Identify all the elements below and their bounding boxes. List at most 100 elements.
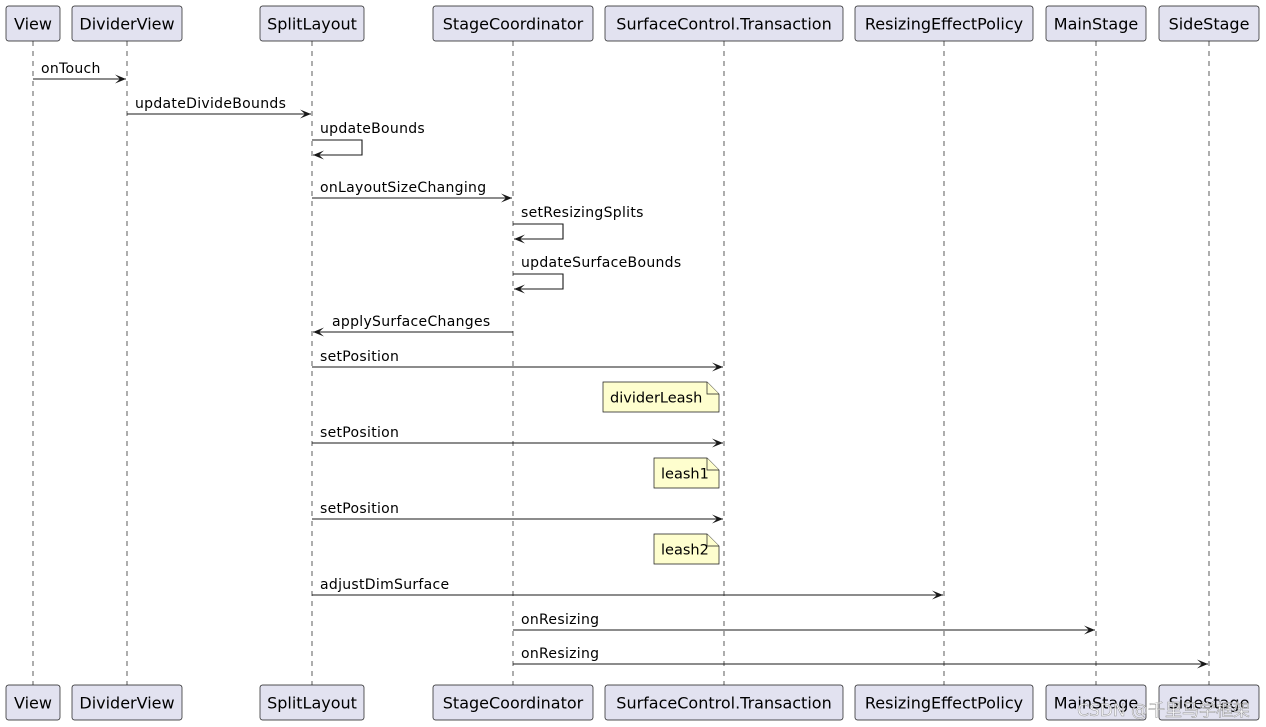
message-label: onLayoutSizeChanging bbox=[320, 180, 486, 196]
participant-bottom-resizingeffectpolicy: ResizingEffectPolicy bbox=[854, 684, 1034, 721]
participant-box bbox=[71, 5, 183, 42]
participant-label: View bbox=[14, 15, 52, 34]
participant-box bbox=[854, 5, 1034, 42]
participant-top-stagecoordinator: StageCoordinator bbox=[432, 5, 594, 42]
arrow-head bbox=[932, 590, 943, 600]
participant-label: SurfaceControl.Transaction bbox=[616, 15, 831, 34]
participant-bottom-dividerview: DividerView bbox=[71, 684, 183, 721]
participants-bottom: View DividerView SplitLayout StageCoordinat… bbox=[5, 684, 1260, 721]
watermark: CSDN @千里马学框架 bbox=[1077, 701, 1250, 721]
participant-box bbox=[5, 5, 61, 42]
message-label: onResizing bbox=[521, 646, 599, 662]
arrow-head bbox=[313, 327, 324, 337]
messages: onTouch updateDivideBounds updateBounds onL… bbox=[33, 61, 1208, 669]
message-label: setPosition bbox=[320, 425, 399, 441]
participant-label: DividerView bbox=[79, 694, 174, 713]
self-message-updatesurfacebounds: updateSurfaceBounds bbox=[513, 255, 681, 294]
arrow-head bbox=[300, 109, 311, 119]
self-message-updatebounds: updateBounds bbox=[312, 121, 425, 160]
note-fold bbox=[706, 382, 719, 395]
arrow-head bbox=[514, 234, 525, 244]
self-message-line bbox=[513, 223, 564, 240]
arrow-head bbox=[514, 284, 525, 294]
note-box bbox=[602, 381, 720, 413]
participant-box bbox=[854, 684, 1034, 721]
participant-top-splitlayout: SplitLayout bbox=[259, 5, 365, 42]
note-box bbox=[653, 533, 720, 565]
message-updatedividebounds: updateDivideBounds bbox=[127, 96, 311, 119]
participant-bottom-surfacecontrol-transaction: SurfaceControl.Transaction bbox=[604, 684, 844, 721]
participant-label: DividerView bbox=[79, 15, 174, 34]
message-label: updateBounds bbox=[320, 121, 425, 137]
participant-bottom-mainstage: MainStage bbox=[1045, 684, 1147, 721]
participant-top-surfacecontrol-transaction: SurfaceControl.Transaction bbox=[604, 5, 844, 42]
participant-label: StageCoordinator bbox=[443, 15, 584, 34]
participant-label: View bbox=[14, 694, 52, 713]
note-leash2: leash2 bbox=[653, 533, 720, 565]
participant-box bbox=[432, 684, 594, 721]
participant-bottom-sidestage: SideStage bbox=[1158, 684, 1260, 721]
participant-top-view: View bbox=[5, 5, 61, 42]
participant-label: SideStage bbox=[1169, 694, 1250, 713]
note-label: dividerLeash bbox=[610, 391, 702, 407]
note-label: leash1 bbox=[661, 467, 709, 483]
message-setposition: setPosition bbox=[312, 501, 723, 524]
arrow-head bbox=[313, 150, 324, 160]
participant-top-resizingeffectpolicy: ResizingEffectPolicy bbox=[854, 5, 1034, 42]
participant-label: StageCoordinator bbox=[443, 694, 584, 713]
note-dividerleash: dividerLeash bbox=[602, 381, 720, 413]
participants-top: View DividerView SplitLayout StageCoordinat… bbox=[5, 5, 1260, 42]
message-label: updateSurfaceBounds bbox=[521, 255, 681, 271]
message-label: onResizing bbox=[521, 612, 599, 628]
participant-label: ResizingEffectPolicy bbox=[865, 15, 1023, 34]
message-label: setResizingSplits bbox=[521, 205, 644, 221]
arrow-head bbox=[712, 362, 723, 372]
arrow-head bbox=[501, 193, 512, 203]
message-label: updateDivideBounds bbox=[135, 96, 286, 112]
participant-box bbox=[1045, 5, 1147, 42]
participant-box bbox=[604, 5, 844, 42]
participant-bottom-view: View bbox=[5, 684, 61, 721]
arrow-head bbox=[712, 438, 723, 448]
participant-box bbox=[259, 5, 365, 42]
participant-box bbox=[5, 684, 61, 721]
self-message-setresizingsplits: setResizingSplits bbox=[513, 205, 644, 244]
arrow-head bbox=[1197, 659, 1208, 669]
participant-top-mainstage: MainStage bbox=[1045, 5, 1147, 42]
participant-box bbox=[259, 684, 365, 721]
lifelines bbox=[32, 41, 1210, 685]
participant-top-dividerview: DividerView bbox=[71, 5, 183, 42]
notes: dividerLeash leash1 leash2 bbox=[602, 381, 720, 565]
message-label: setPosition bbox=[320, 501, 399, 517]
self-message-line bbox=[312, 139, 363, 156]
message-onlayoutsizechanging: onLayoutSizeChanging bbox=[312, 180, 512, 203]
message-label: applySurfaceChanges bbox=[332, 314, 490, 330]
message-label: adjustDimSurface bbox=[320, 577, 449, 593]
note-fold bbox=[706, 534, 719, 547]
participant-label: ResizingEffectPolicy bbox=[865, 694, 1023, 713]
message-applysurfacechanges: applySurfaceChanges bbox=[313, 314, 513, 337]
self-message-line bbox=[513, 273, 564, 290]
participant-top-sidestage: SideStage bbox=[1158, 5, 1260, 42]
participant-label: SurfaceControl.Transaction bbox=[616, 694, 831, 713]
participant-box bbox=[71, 684, 183, 721]
message-adjustdimsurface: adjustDimSurface bbox=[312, 577, 943, 600]
message-label: onTouch bbox=[41, 61, 101, 77]
participant-bottom-stagecoordinator: StageCoordinator bbox=[432, 684, 594, 721]
participant-label: SplitLayout bbox=[267, 15, 357, 34]
participant-label: MainStage bbox=[1054, 15, 1138, 34]
participant-label: SideStage bbox=[1169, 15, 1250, 34]
arrow-head bbox=[115, 74, 126, 84]
message-setposition: setPosition bbox=[312, 425, 723, 448]
arrow-head bbox=[1084, 625, 1095, 635]
message-onresizing: onResizing bbox=[513, 646, 1208, 669]
participant-label: SplitLayout bbox=[267, 694, 357, 713]
message-onresizing: onResizing bbox=[513, 612, 1095, 635]
message-label: setPosition bbox=[320, 349, 399, 365]
participant-bottom-splitlayout: SplitLayout bbox=[259, 684, 365, 721]
note-label: leash2 bbox=[661, 543, 709, 559]
arrow-head bbox=[712, 514, 723, 524]
message-ontouch: onTouch bbox=[33, 61, 126, 84]
participant-box bbox=[604, 684, 844, 721]
